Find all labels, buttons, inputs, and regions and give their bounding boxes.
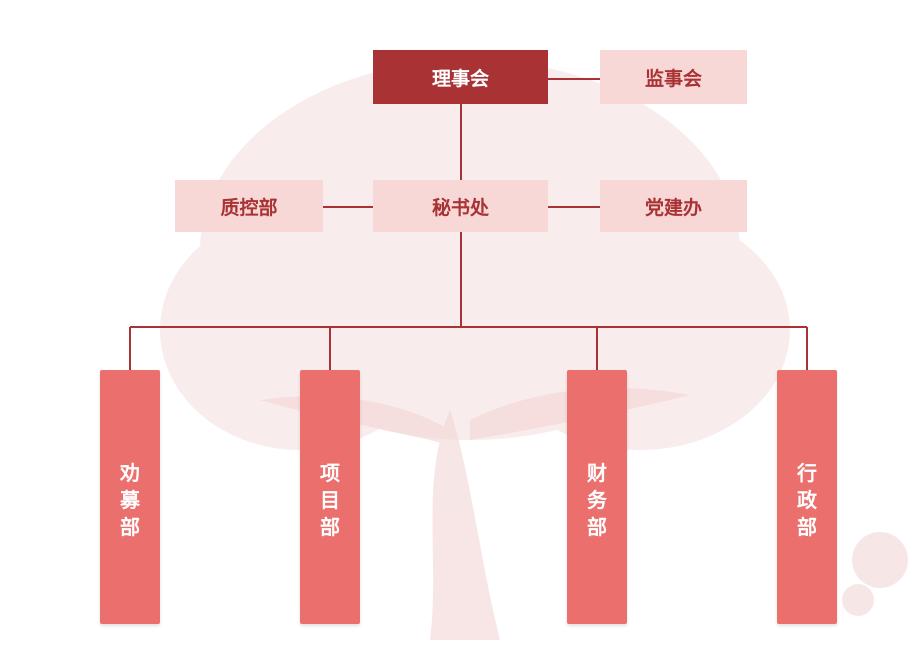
quality-control-box: 质控部 — [175, 180, 323, 232]
secretariat-box: 秘书处 — [373, 180, 548, 232]
dept-char: 部 — [120, 514, 140, 539]
dept-char: 劝 — [120, 460, 140, 485]
dept-char: 部 — [587, 514, 607, 539]
dept-char: 部 — [320, 514, 340, 539]
dept-char: 政 — [797, 487, 817, 512]
party-building-office-box: 党建办 — [600, 180, 747, 232]
dept-char: 项 — [320, 460, 340, 485]
dept-char: 部 — [797, 514, 817, 539]
board-of-directors-box: 理事会 — [373, 50, 548, 104]
administration-dept-box: 行 政 部 — [777, 370, 837, 624]
dept-char: 行 — [797, 460, 817, 485]
dept-char: 募 — [120, 487, 140, 512]
fundraising-dept-box: 劝 募 部 — [100, 370, 160, 624]
dept-char: 目 — [320, 487, 340, 512]
dept-char: 务 — [587, 487, 607, 512]
finance-dept-box: 财 务 部 — [567, 370, 627, 624]
dept-char: 财 — [587, 460, 607, 485]
projects-dept-box: 项 目 部 — [300, 370, 360, 624]
supervisory-board-box: 监事会 — [600, 50, 747, 104]
